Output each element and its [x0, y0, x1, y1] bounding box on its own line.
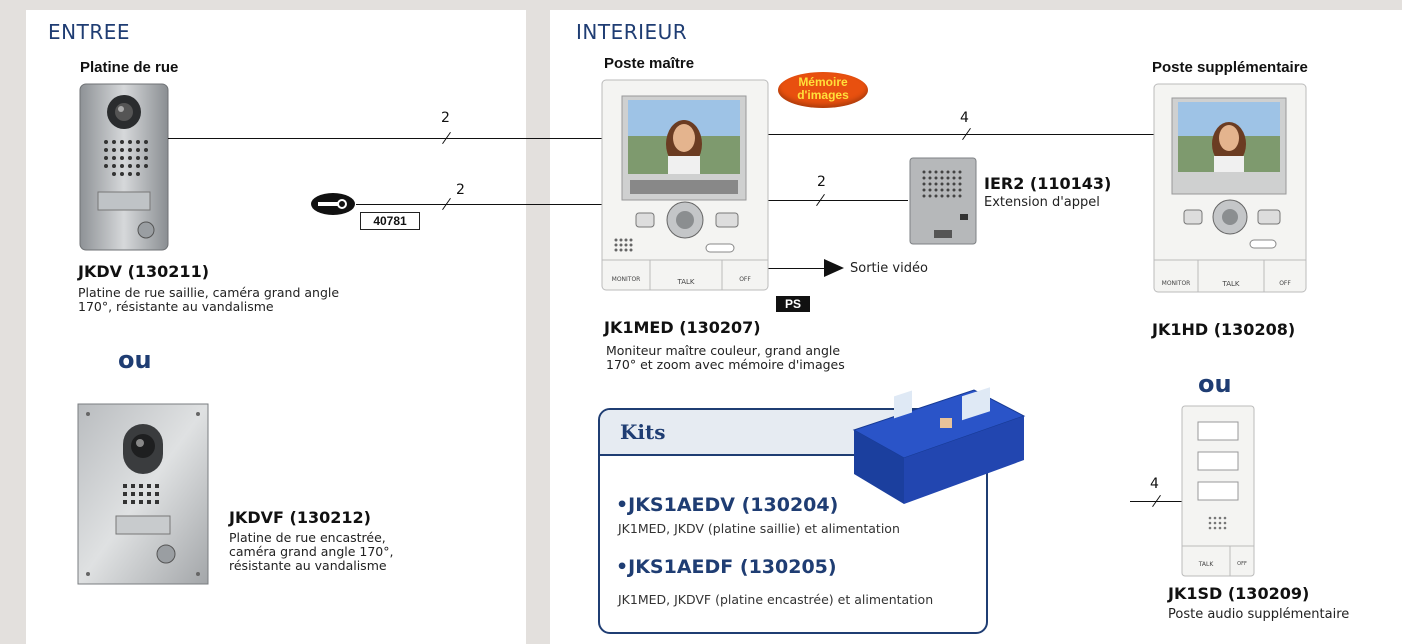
ier2-model: IER2 (110143)	[984, 174, 1112, 193]
jkdv-desc-line1: Platine de rue saillie, caméra grand ang…	[78, 285, 340, 300]
jkdv-desc-line2: 170°, résistante au vandalisme	[78, 299, 274, 314]
jkdvf-door-station-image	[77, 403, 209, 585]
ier2-desc: Extension d'appel	[984, 195, 1100, 210]
jk1med-off-label: OFF	[739, 276, 751, 283]
jk1hd-talk-label: TALK	[1222, 280, 1240, 288]
memoire-images-badge: Mémoire d'images	[778, 72, 868, 108]
kits-title: Kits	[620, 420, 666, 444]
ier2-device-image	[909, 157, 977, 245]
kit-package-image	[846, 387, 1026, 506]
wire-count-2: 2	[456, 182, 465, 198]
jk1hd-off-label: OFF	[1279, 280, 1291, 287]
wire-key-to-maitre	[356, 204, 602, 205]
key-icon	[310, 192, 356, 216]
memoire-line2: d'images	[797, 88, 849, 102]
jk1med-desc-line2: 170° et zoom avec mémoire d'images	[606, 357, 845, 372]
jkdvf-model: JKDVF (130212)	[229, 508, 371, 527]
jk1med-desc-line1: Moniteur maître couleur, grand angle	[606, 343, 841, 358]
key-code-box: 40781	[360, 212, 420, 230]
jk1sd-desc: Poste audio supplémentaire	[1168, 607, 1350, 622]
jk1sd-off-label: OFF	[1237, 561, 1247, 567]
interieur-title: INTERIEUR	[576, 20, 688, 44]
kit1-model: •JKS1AEDV (130204)	[616, 494, 839, 516]
jk1med-monitor-label: MONITOR	[611, 276, 641, 283]
jkdvf-desc-line3: résistante au vandalisme	[229, 558, 387, 573]
ou-label-interieur: ou	[1198, 370, 1232, 398]
platine-heading: Platine de rue	[80, 59, 179, 76]
jk1sd-model: JK1SD (130209)	[1168, 584, 1310, 603]
ou-label-entree: ou	[118, 346, 152, 374]
wire-platine-to-maitre	[168, 138, 602, 139]
sortie-video-label: Sortie vidéo	[850, 261, 928, 276]
wire-maitre-to-supp	[768, 134, 1154, 135]
wire-count-5: 4	[1150, 476, 1159, 492]
jk1med-talk-label: TALK	[677, 278, 695, 286]
wire-count-3: 4	[960, 110, 969, 126]
poste-maitre-heading: Poste maître	[604, 55, 695, 72]
kit2-desc: JK1MED, JKDVF (platine encastrée) et ali…	[618, 592, 934, 607]
jkdvf-desc-line1: Platine de rue encastrée,	[229, 530, 386, 545]
kit1-desc: JK1MED, JKDV (platine saillie) et alimen…	[618, 521, 900, 536]
wire-maitre-to-ier2	[768, 200, 908, 201]
jk1hd-monitor-label: MONITOR	[1161, 280, 1191, 287]
sortie-video-arrow-icon	[824, 259, 844, 277]
jkdvf-desc-line2: caméra grand angle 170°,	[229, 544, 394, 559]
wire-count-1: 2	[441, 110, 450, 126]
jkdv-model: JKDV (130211)	[78, 262, 210, 281]
sortie-video-line	[768, 268, 826, 269]
jk1med-model: JK1MED (130207)	[604, 318, 761, 337]
wire-count-4: 2	[817, 174, 826, 190]
ps-badge: PS	[776, 296, 810, 312]
jkdv-door-station-image	[79, 83, 169, 251]
kit2-model: •JKS1AEDF (130205)	[616, 556, 837, 578]
jk1med-monitor-image: MONITOR TALK OFF	[601, 79, 769, 291]
jk1hd-monitor-image: MONITOR TALK OFF	[1153, 83, 1307, 293]
jk1sd-audio-station-image: TALK OFF	[1181, 405, 1255, 577]
poste-supp-heading: Poste supplémentaire	[1152, 59, 1308, 76]
jk1sd-talk-label: TALK	[1198, 561, 1214, 568]
memoire-line1: Mémoire	[798, 75, 848, 89]
entree-title: ENTREE	[48, 20, 130, 44]
jk1hd-model: JK1HD (130208)	[1152, 320, 1296, 339]
